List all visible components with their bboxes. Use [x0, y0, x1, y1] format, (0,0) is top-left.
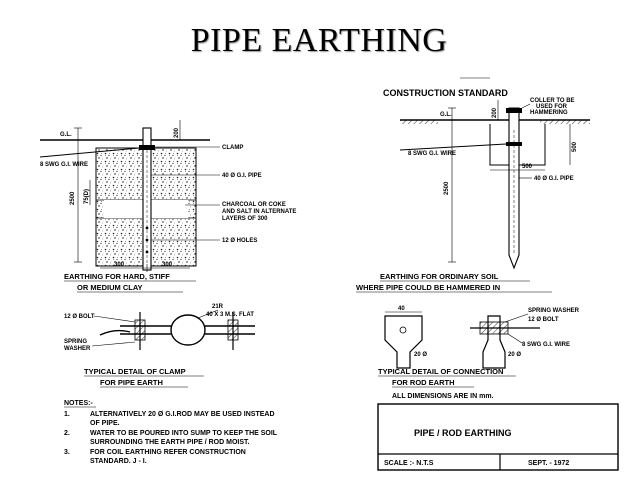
fig4-caption-line2: FOR ROD EARTH [392, 378, 455, 387]
notes-heading: NOTES:- [64, 400, 93, 407]
fig3-bolt-label: 12 Ø BOLT [64, 314, 95, 320]
fig1-dim-top: 200 [174, 127, 180, 138]
fig3-caption-line1: TYPICAL DETAIL OF CLAMP [84, 367, 186, 376]
fig2-pipe-label: 40 Ø G.I. PIPE [534, 176, 574, 182]
fig4-dim-label: 40 [398, 306, 405, 312]
dimensions-note: ALL DIMENSIONS ARE IN mm. [392, 393, 494, 400]
note-3-line1: FOR COIL EARTHING REFER CONSTRUCTION [90, 449, 246, 456]
fig3-caption-line2: FOR PIPE EARTH [100, 378, 163, 387]
fig4-bolt-label: 12 Ø BOLT [528, 317, 559, 323]
fig1-charcoal-line1: CHARCOAL OR COKE [222, 202, 286, 208]
fig1-earthing-hard-clay: G.L. 8 SWG G.I. WIRE CLAMP 40 Ø G.I. PIP… [39, 120, 296, 293]
fig1-wire-label: 8 SWG G.I. WIRE [40, 162, 88, 168]
fig2-collar [506, 108, 522, 113]
fig4-washer-label: SPRING WASHER [528, 308, 580, 314]
title-block-scale: SCALE :- N.T.S [384, 460, 434, 467]
fig2-ground-label: G.L. [440, 112, 452, 118]
note-1-line1: ALTERNATIVELY 20 Ø G.I.ROD MAY BE USED I… [90, 411, 275, 418]
title-block-name: PIPE / ROD EARTHING [414, 428, 512, 438]
fig3-pipe-section [170, 314, 206, 346]
fig4-rod-connection-detail: 40 SPRING WASHER 12 Ø BOLT 8 SWG G.I. WI… [378, 306, 580, 388]
fig2-dim-top: 200 [492, 107, 498, 118]
construction-standard-label: CONSTRUCTION STANDARD [383, 88, 508, 98]
fig1-caption-line2: OR MEDIUM CLAY [77, 283, 143, 292]
title-block: PIPE / ROD EARTHING SCALE :- N.T.S SEPT.… [377, 403, 619, 471]
fig4-wire-label: 8 SWG G.I. WIRE [522, 342, 570, 348]
fig3-flat-label: 40 X 3 M.S. FLAT [206, 312, 254, 318]
fig3-washer-line2: WASHER [64, 346, 91, 352]
note-3-num: 3. [64, 449, 70, 456]
fig1-holes-label: 12 Ø HOLES [222, 238, 257, 244]
fig1-charcoal-line2: AND SALT IN ALTERNATE [222, 209, 296, 215]
fig1-dim-width-left: 300 [114, 262, 125, 268]
fig1-pipe-label: 40 Ø G.I. PIPE [222, 173, 262, 179]
note-2-line1: WATER TO BE POURED INTO SUMP TO KEEP THE… [90, 430, 278, 437]
fig3-clamp-detail: 12 Ø BOLT 21R 40 X 3 M.S. FLAT SPRING WA… [64, 304, 255, 388]
fig1-caption-line1: EARTHING FOR HARD, STIFF [64, 272, 170, 281]
title-block-date: SEPT. - 1972 [528, 460, 569, 467]
note-1-num: 1. [64, 411, 70, 418]
fig2-dim-side: 500 [572, 141, 578, 152]
fig3-radius-label: 21R [212, 304, 224, 310]
fig2-caption-line2: WHERE PIPE COULD BE HAMMERED IN [356, 283, 500, 292]
fig2-collar-line2: USED FOR [536, 104, 568, 110]
note-2-num: 2. [64, 430, 70, 437]
note-1-line2: OF PIPE. [90, 420, 120, 427]
fig2-dim-total: 2500 [444, 181, 450, 195]
fig1-clamp [139, 145, 155, 150]
fig2-earthing-ordinary-soil: G.L. COLLER TO BE USED FOR HAMMERING 8 S… [356, 98, 590, 293]
fig1-dim-total: 2500 [70, 191, 76, 205]
fig4-caption-line1: TYPICAL DETAIL OF CONNECTION [378, 367, 503, 376]
fig2-caption-line1: EARTHING FOR ORDINARY SOIL [380, 272, 499, 281]
fig2-collar-line3: HAMMERING [530, 110, 568, 116]
fig1-ground-label: G.L. [60, 132, 72, 138]
fig2-collar-line1: COLLER TO BE [530, 98, 575, 104]
fig1-dim-width-right: 300 [162, 262, 173, 268]
fig4-rod-head-left [384, 315, 423, 369]
fig4-rod-right-label: 20 Ø [508, 352, 521, 358]
fig4-rod-left-label: 20 Ø [414, 352, 427, 358]
fig2-wire-label: 8 SWG G.I. WIRE [408, 151, 456, 157]
note-2-line2: SURROUNDING THE EARTH PIPE / ROD MOIST. [90, 439, 250, 446]
notes-block: NOTES:- 1. ALTERNATIVELY 20 Ø G.I.ROD MA… [64, 400, 278, 465]
fig3-washer-line1: SPRING [64, 339, 87, 345]
fig1-dim-side: 75(D) [84, 189, 90, 204]
fig1-clamp-label: CLAMP [222, 145, 243, 151]
fig1-charcoal-line3: LAYERS OF 300 [222, 216, 268, 222]
page-title: PIPE EARTHING [190, 22, 448, 59]
fig2-dim-bottom: 500 [522, 164, 533, 170]
note-3-line2: STANDARD. J - I. [90, 458, 147, 465]
